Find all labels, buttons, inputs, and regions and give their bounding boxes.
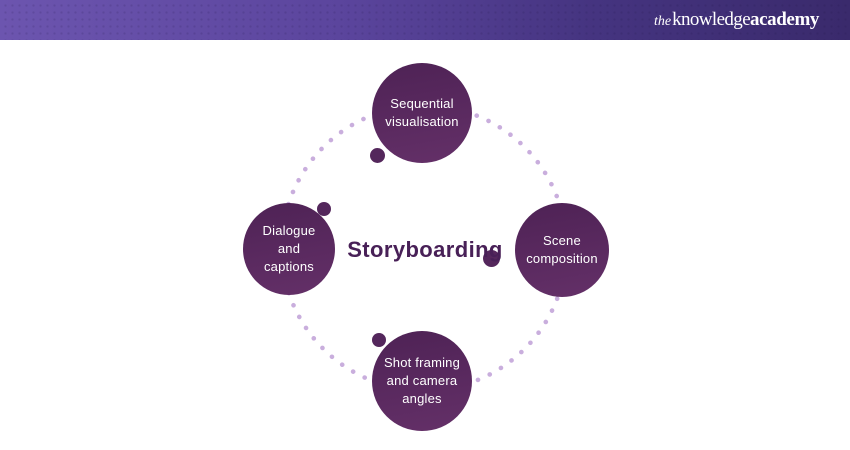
header-bar: theknowledgeacademy (0, 0, 850, 40)
logo-the: the (653, 14, 672, 30)
node-scene-composition: Scene composition (515, 203, 609, 297)
node-dialogue-captions: Dialogue and captions (243, 203, 335, 295)
satellite-dot-bottom (372, 333, 386, 347)
node-shot-framing-camera-angles: Shot framing and camera angles (372, 331, 472, 431)
satellite-dot-right (483, 250, 500, 267)
node-label: Shot framing and camera angles (383, 355, 461, 406)
diagram-title: Storyboarding (347, 237, 503, 262)
node-label: Scene composition (526, 233, 598, 266)
satellite-dot-left (317, 202, 331, 216)
node-label: Sequential visualisation (385, 96, 459, 129)
logo-academy: academy (750, 9, 819, 31)
node-sequential-visualisation: Sequential visualisation (372, 63, 472, 163)
satellite-dot-top (370, 148, 385, 163)
node-label: Dialogue and captions (262, 223, 316, 274)
brand-logo: theknowledgeacademy (654, 10, 819, 29)
logo-knowledge: knowledge (672, 9, 751, 31)
